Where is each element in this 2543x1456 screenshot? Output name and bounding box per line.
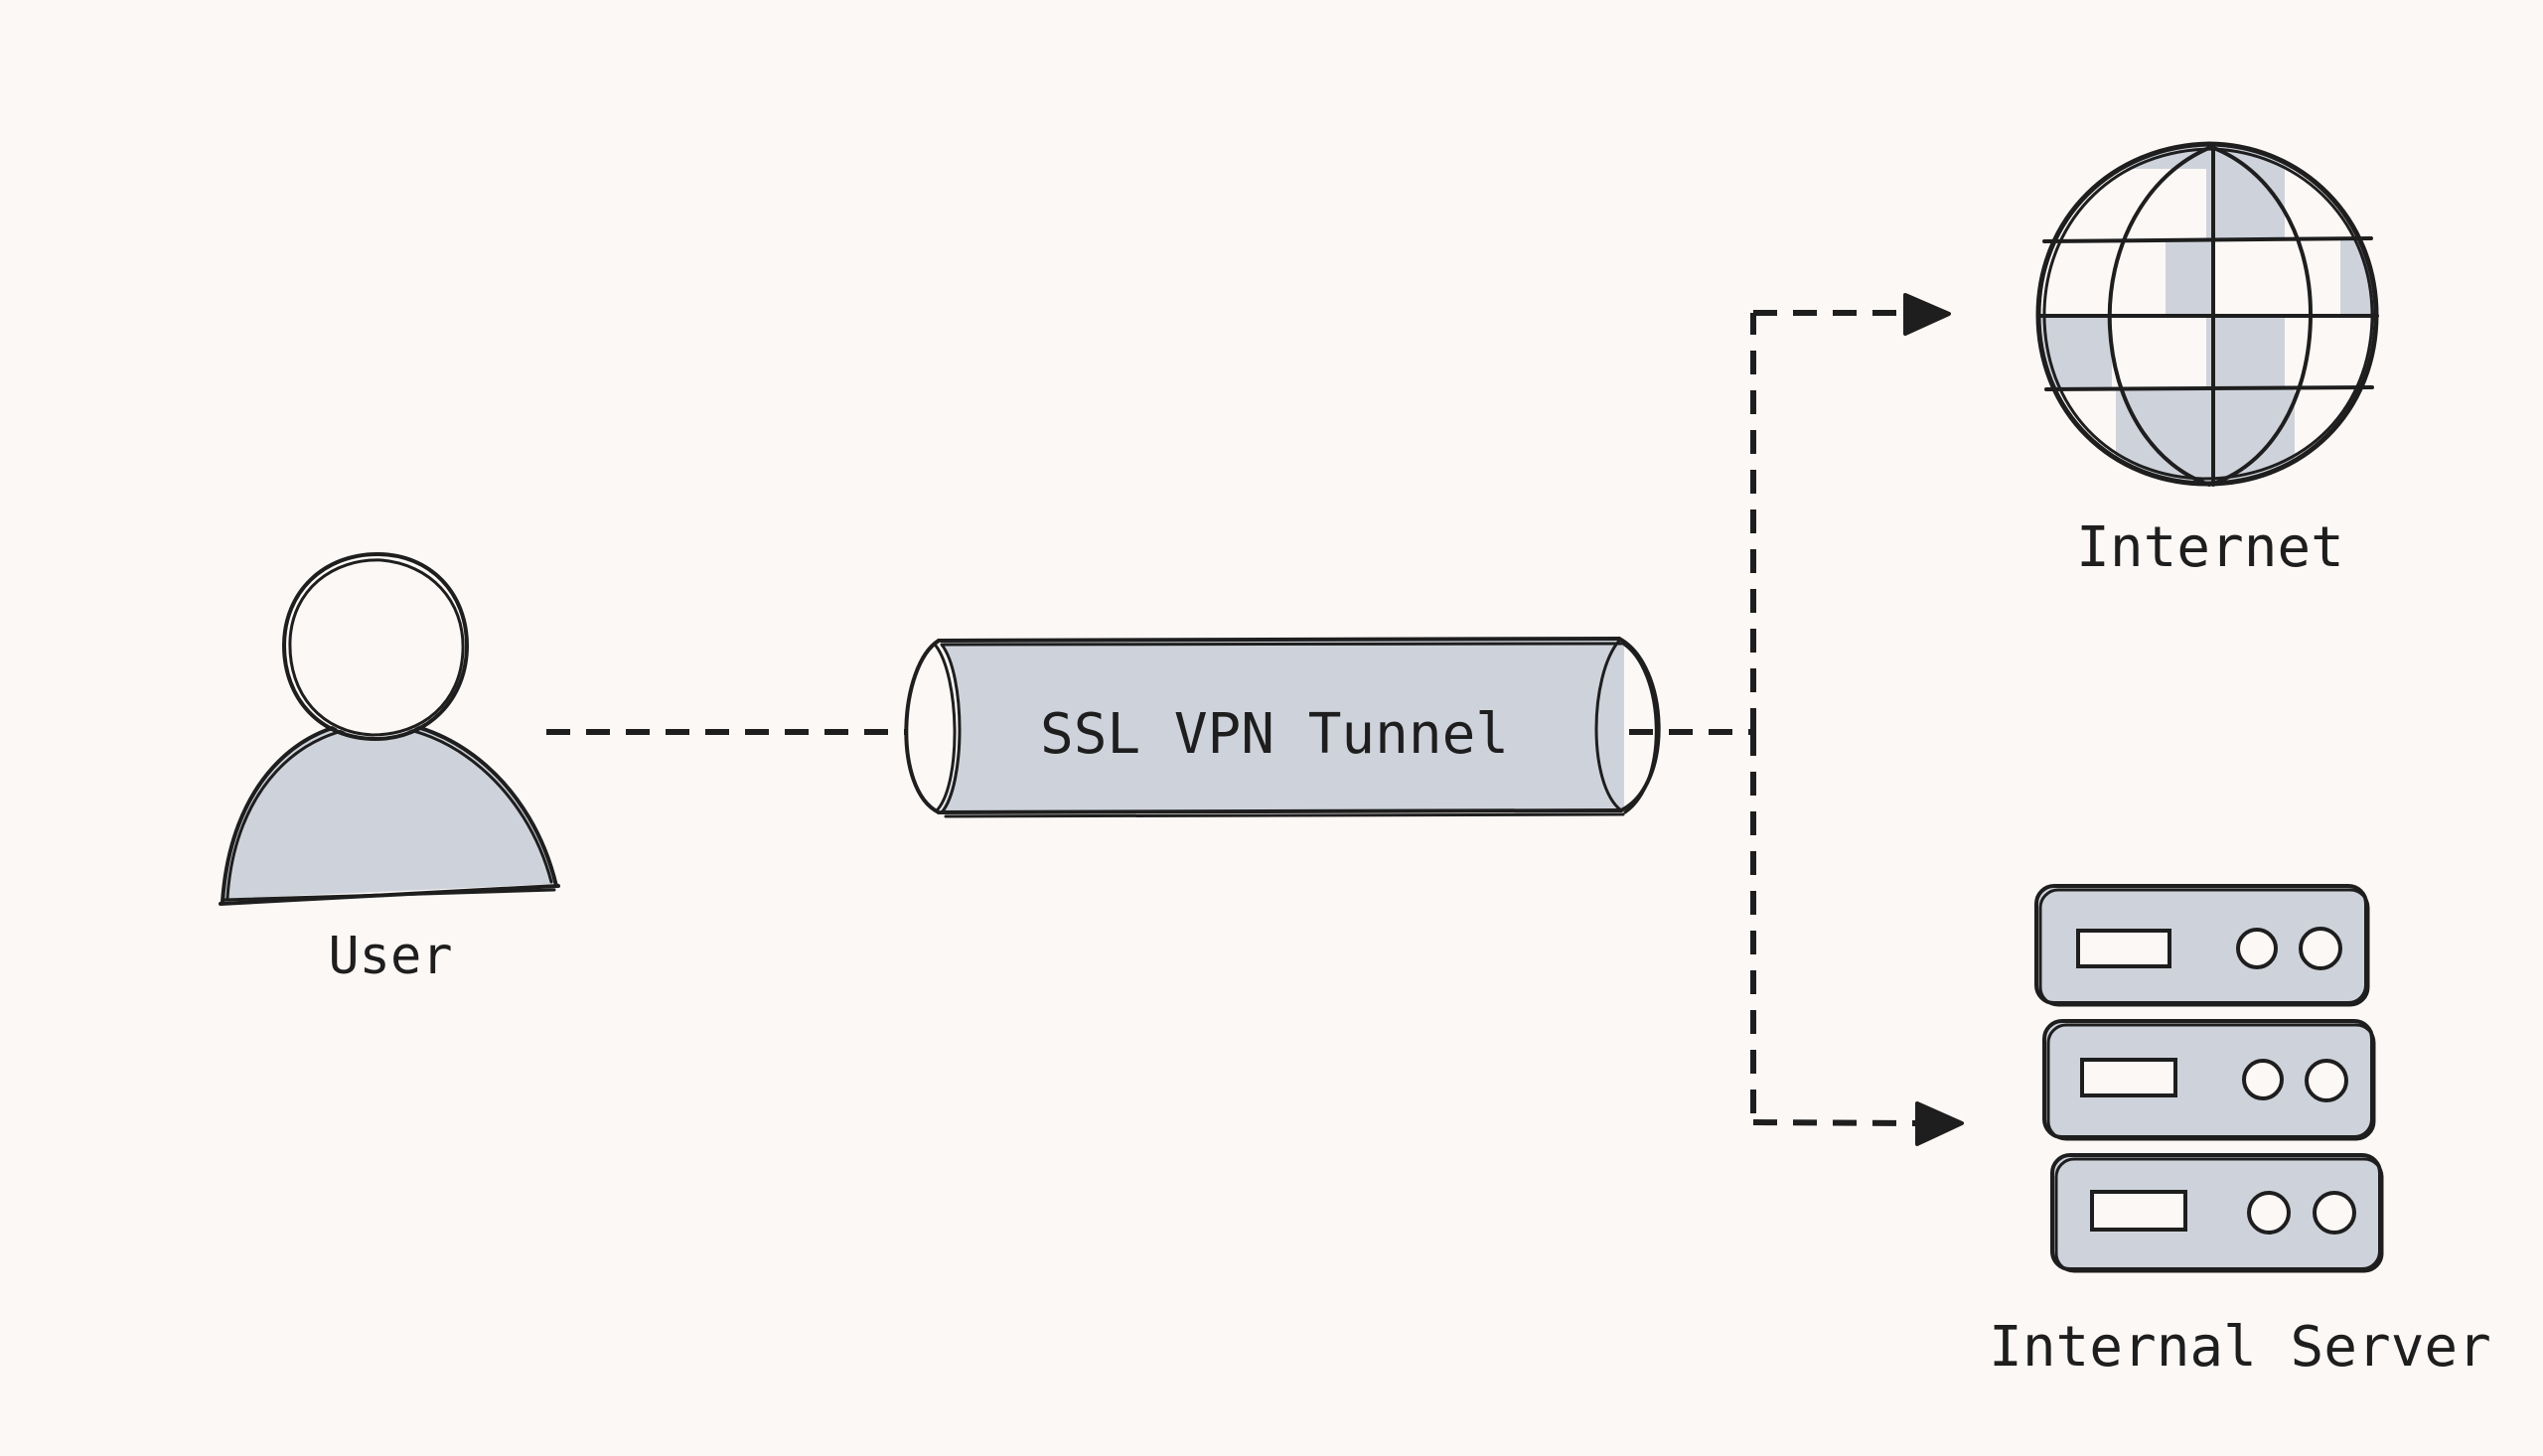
server-node[interactable]: Internal Server: [1989, 884, 2491, 1380]
server-unit: [2050, 1153, 2384, 1273]
arrowhead: [1915, 1101, 1964, 1146]
tunnel-cylinder-icon: [904, 637, 1661, 818]
user-icon: [219, 552, 560, 906]
arrowhead: [1903, 293, 1951, 336]
user-node[interactable]: User: [219, 552, 560, 986]
edge-tunnel-internet: [1629, 293, 1951, 735]
globe-icon: [2035, 141, 2379, 487]
tunnel-label: SSL VPN Tunnel: [1040, 702, 1509, 767]
server-label: Internal Server: [1989, 1315, 2491, 1380]
user-label: User: [328, 927, 452, 986]
internet-node[interactable]: Internet: [2026, 129, 2404, 580]
server-rack-icon: [2034, 884, 2384, 1273]
edge-tunnel-server: [1750, 732, 1964, 1146]
server-unit: [2042, 1019, 2376, 1141]
tunnel-node[interactable]: SSL VPN Tunnel: [904, 637, 1661, 818]
server-unit: [2034, 884, 2370, 1007]
internet-label: Internet: [2076, 515, 2344, 580]
